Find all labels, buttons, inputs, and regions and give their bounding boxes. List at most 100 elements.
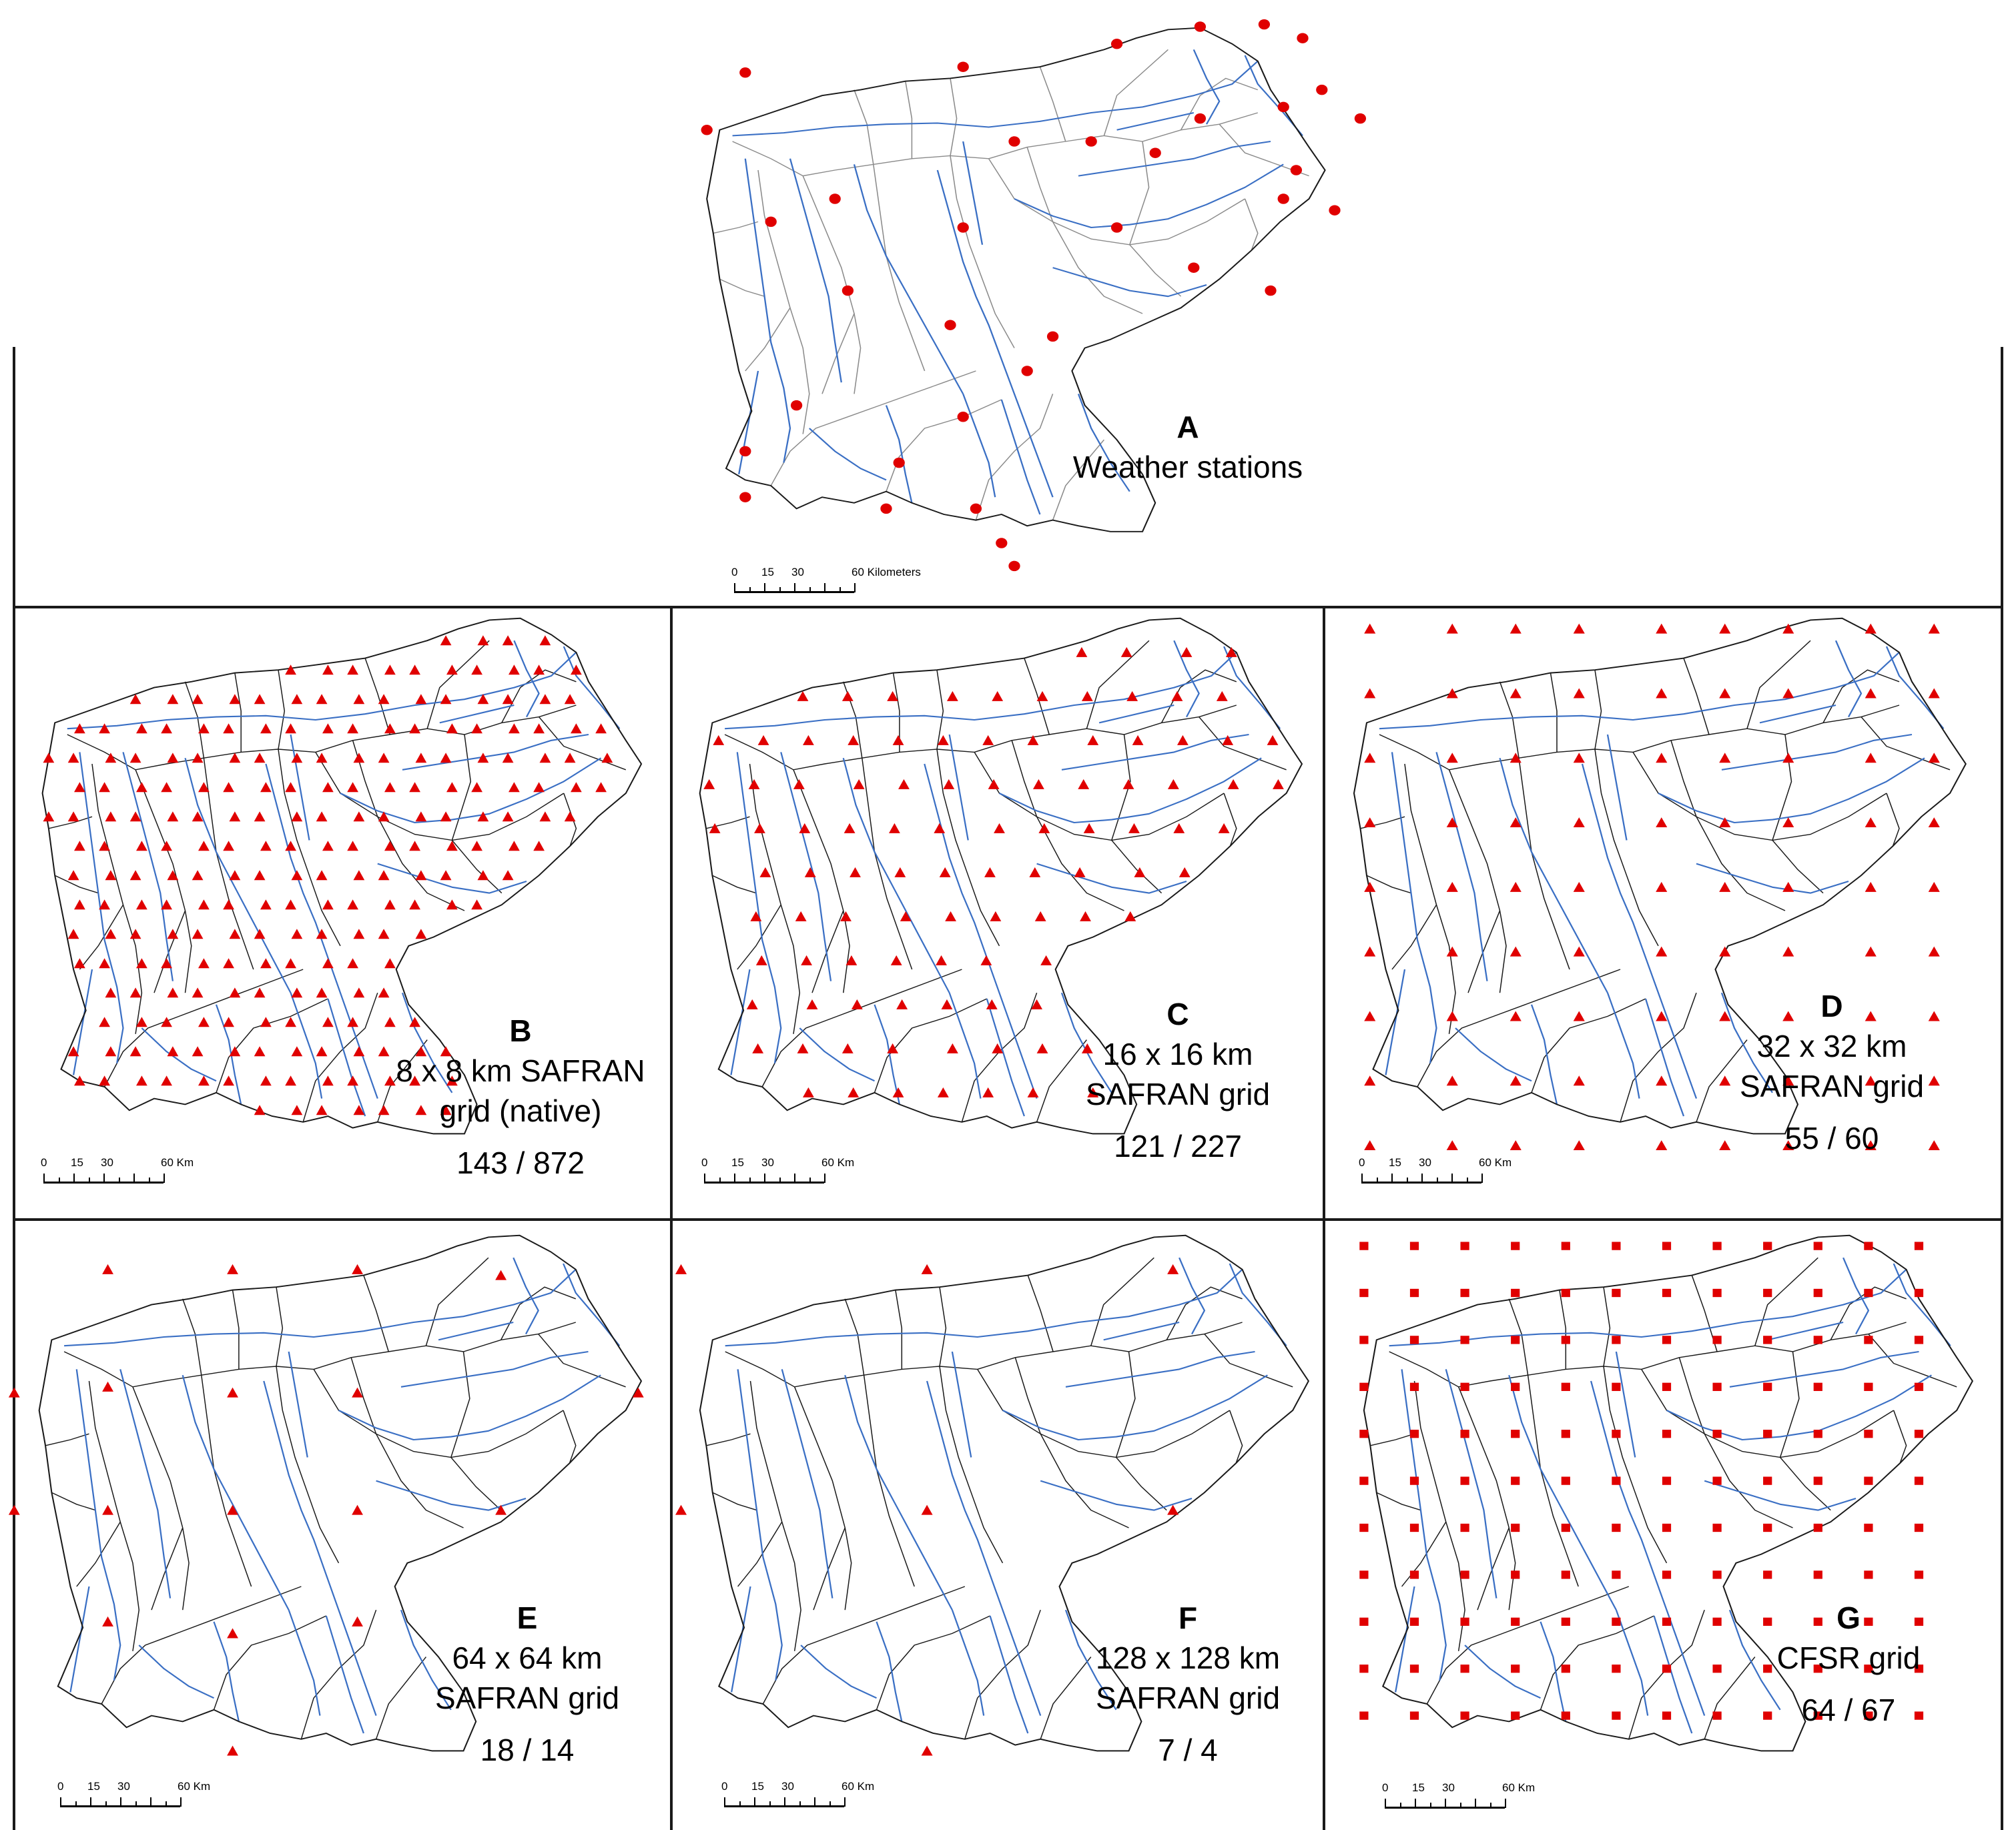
safran-grid-marker [945, 911, 956, 921]
cfsr-grid-marker [1813, 1617, 1822, 1626]
cfsr-grid-marker [1612, 1711, 1621, 1720]
scale-tick [799, 1801, 801, 1807]
safran-grid-marker [1928, 1011, 1940, 1021]
safran-grid-marker [291, 987, 303, 998]
caption-c-line-1: 16 x 16 km [1102, 1037, 1253, 1071]
subbasin-boundaries [45, 1257, 626, 1740]
river [1720, 992, 1773, 1093]
subbasin-boundary [1401, 1521, 1447, 1587]
safran-grid-marker [260, 899, 272, 910]
scale-tick [1436, 1178, 1438, 1183]
safran-grid-marker [1225, 646, 1237, 657]
scale-tick [844, 1797, 846, 1807]
cfsr-grid-marker [1511, 1382, 1520, 1391]
safran-grid-marker [316, 1105, 328, 1115]
safran-grid-marker [601, 753, 613, 763]
scale-tick [734, 583, 735, 592]
safran-grid-marker [161, 1017, 172, 1027]
safran-grid-marker [102, 1616, 113, 1627]
subbasin-boundary [793, 1386, 852, 1611]
river [1499, 757, 1609, 993]
scale-label: 0 [1359, 1156, 1365, 1169]
cfsr-grid-marker [1914, 1288, 1924, 1298]
caption-f: F 128 x 128 km SAFRAN grid 7 / 4 [1048, 1598, 1328, 1770]
subbasin-boundary [1670, 740, 1697, 817]
basin-map-g [1359, 1234, 1974, 1752]
subbasin-boundary [1861, 717, 1951, 771]
river [731, 1586, 751, 1693]
cfsr-grid-marker [1864, 1288, 1873, 1298]
weather-station-marker [1008, 136, 1020, 147]
scale-label: 30 [761, 1156, 774, 1169]
safran-grid-marker [802, 1087, 814, 1097]
safran-grid-marker [1446, 753, 1458, 763]
cfsr-grid-marker [1813, 1523, 1822, 1532]
subbasin-boundary [1620, 992, 1697, 1122]
safran-grid-marker [703, 779, 715, 789]
river [263, 1380, 377, 1716]
scale-tick [1391, 1174, 1393, 1183]
scale-tick [163, 1174, 165, 1183]
weather-station-marker [1277, 193, 1289, 204]
safran-grid-marker [161, 899, 172, 910]
safran-grid-marker [440, 1105, 452, 1115]
safran-grid-marker [384, 664, 396, 675]
safran-grid-marker [167, 811, 179, 822]
river-network [64, 1257, 621, 1734]
safran-grid-marker [675, 1504, 687, 1515]
cfsr-grid-marker [1864, 1382, 1873, 1391]
subbasin-boundary [725, 1351, 978, 1388]
cfsr-grid-marker [1662, 1476, 1672, 1485]
safran-grid-marker [1364, 946, 1376, 957]
river [725, 652, 1237, 730]
subbasin-boundary [563, 793, 577, 847]
river [288, 1351, 308, 1458]
subbasin-boundary [950, 78, 958, 156]
safran-grid-marker [533, 841, 545, 851]
safran-grid-marker [1782, 623, 1794, 634]
subbasin-boundary [811, 910, 844, 993]
subbasin-boundary [706, 1433, 751, 1446]
safran-grid-marker [99, 1075, 110, 1086]
subbasin-boundary [977, 1322, 1243, 1370]
safran-grid-marker [136, 841, 147, 851]
subbasin-boundary [988, 112, 1259, 159]
safran-grid-marker [198, 723, 210, 734]
safran-grid-marker [795, 911, 807, 921]
safran-grid-marker [801, 955, 812, 965]
safran-grid-marker [198, 899, 210, 910]
safran-grid-marker [502, 635, 514, 646]
subbasin-boundary [313, 1369, 564, 1458]
river [1060, 992, 1112, 1093]
river [1704, 1480, 1857, 1511]
safran-grid-marker [384, 782, 396, 793]
safran-grid-marker [848, 1087, 860, 1097]
safran-grid-marker [539, 753, 551, 763]
station-markers [675, 1264, 1179, 1756]
scale-label: 0 [1382, 1781, 1389, 1794]
station-markers [1359, 1242, 1924, 1720]
river [842, 757, 950, 993]
river [1653, 1615, 1693, 1734]
scale-tick [749, 587, 751, 592]
safran-grid-marker [1719, 688, 1731, 699]
safran-grid-marker [378, 1046, 390, 1057]
subbasin-boundary [1024, 658, 1050, 735]
cfsr-grid-marker [1813, 1288, 1822, 1298]
scale-label: 30 [1442, 1781, 1455, 1794]
scale-label: 60 Km [821, 1156, 855, 1169]
safran-grid-marker [921, 1745, 933, 1756]
safran-grid-marker [322, 899, 334, 910]
subbasin-boundary [1111, 839, 1162, 894]
safran-grid-marker [1027, 735, 1039, 745]
cfsr-grid-marker [1763, 1476, 1772, 1485]
safran-grid-marker [1128, 823, 1140, 833]
scale-label: 60 Km [842, 1780, 875, 1793]
safran-grid-marker [167, 929, 179, 939]
safran-grid-marker [1134, 867, 1146, 877]
safran-grid-marker [353, 1046, 365, 1057]
safran-grid-marker [229, 1046, 241, 1057]
subbasin-boundary [762, 1586, 966, 1705]
safran-grid-marker [509, 841, 520, 851]
cfsr-grid-marker [1864, 1665, 1873, 1673]
